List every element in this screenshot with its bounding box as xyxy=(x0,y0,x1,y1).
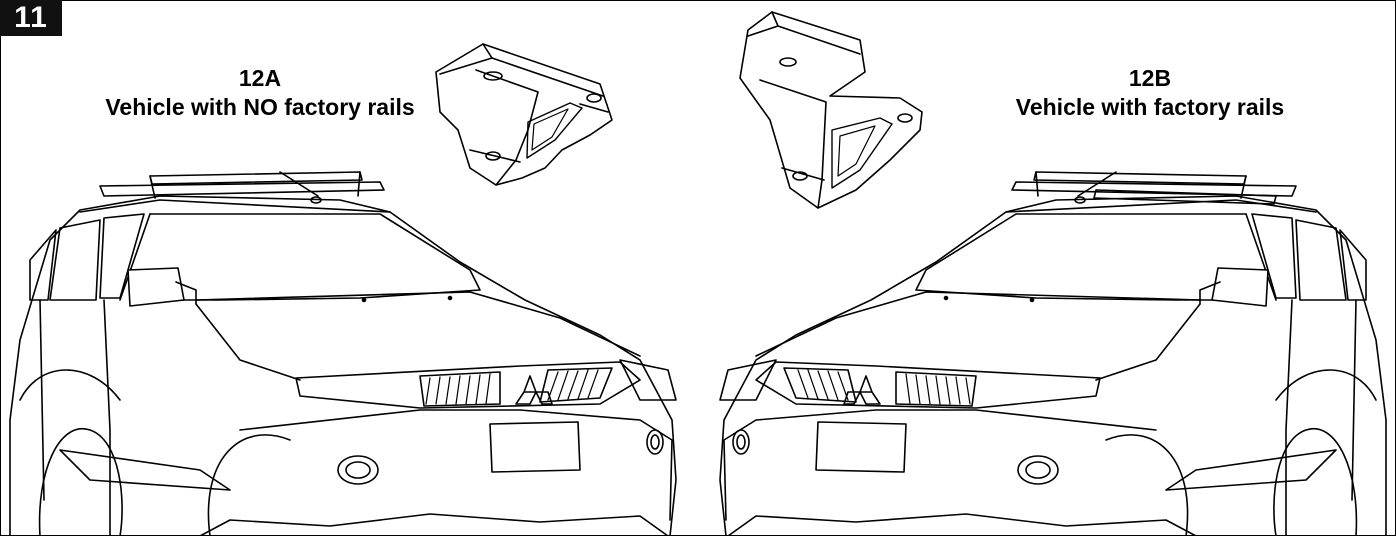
variant-b-description: Vehicle with factory rails xyxy=(1015,94,1285,120)
variant-a-caption: 12A Vehicle with NO factory rails xyxy=(80,64,440,122)
suv-with-roof-rack-left-icon xyxy=(10,172,676,536)
variant-b-code: 12B xyxy=(1128,65,1172,91)
variant-a-description: Vehicle with NO factory rails xyxy=(105,94,415,120)
variant-a-code: 12A xyxy=(238,65,282,91)
variant-b-caption: 12B Vehicle with factory rails xyxy=(990,64,1310,122)
roof-rack-foot-factory-rails-icon xyxy=(740,12,922,208)
step-number-badge: 11 xyxy=(0,0,62,36)
suv-with-roof-rack-right-icon xyxy=(720,172,1386,536)
roof-rack-foot-no-rails-icon xyxy=(436,44,612,185)
